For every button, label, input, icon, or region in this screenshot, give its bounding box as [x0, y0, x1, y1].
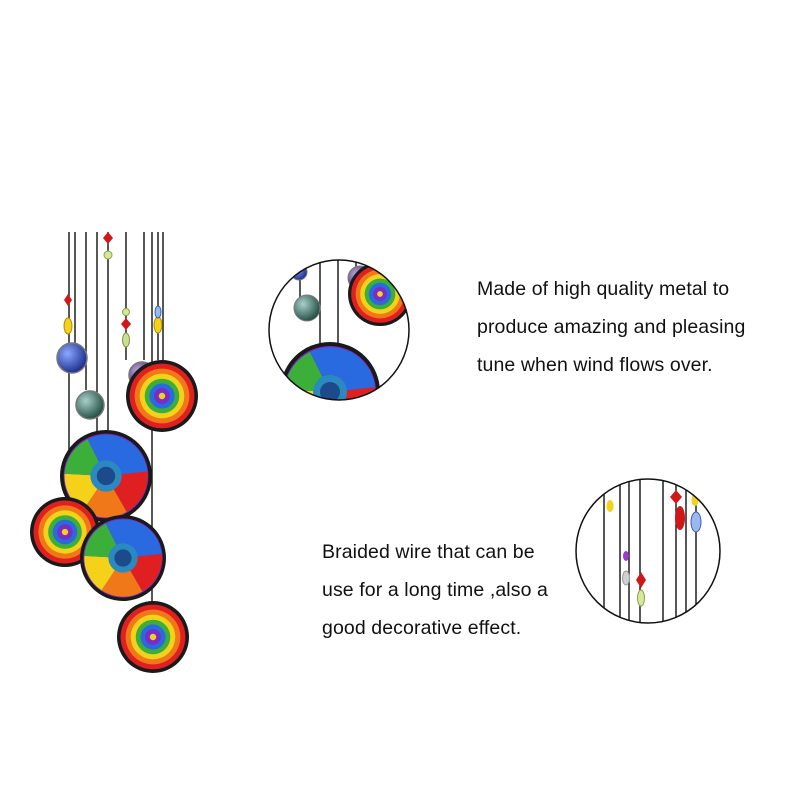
wire-detail-callout — [575, 478, 721, 624]
wire-caption-line-2: use for a long time ,also a — [322, 579, 548, 601]
wire-caption: Braided wire that can be use for a long … — [322, 533, 548, 647]
metal-caption-line-3: tune when wind flows over. — [477, 354, 713, 376]
metal-caption: Made of high quality metal to produce am… — [477, 270, 745, 384]
wind-chime — [30, 232, 198, 673]
wire-caption-line-1: Braided wire that can be — [322, 541, 535, 563]
metal-caption-line-1: Made of high quality metal to — [477, 278, 730, 300]
metal-caption-line-2: produce amazing and pleasing — [477, 316, 746, 338]
wire-caption-line-3: good decorative effect. — [322, 617, 522, 639]
metal-detail-callout — [268, 259, 410, 401]
